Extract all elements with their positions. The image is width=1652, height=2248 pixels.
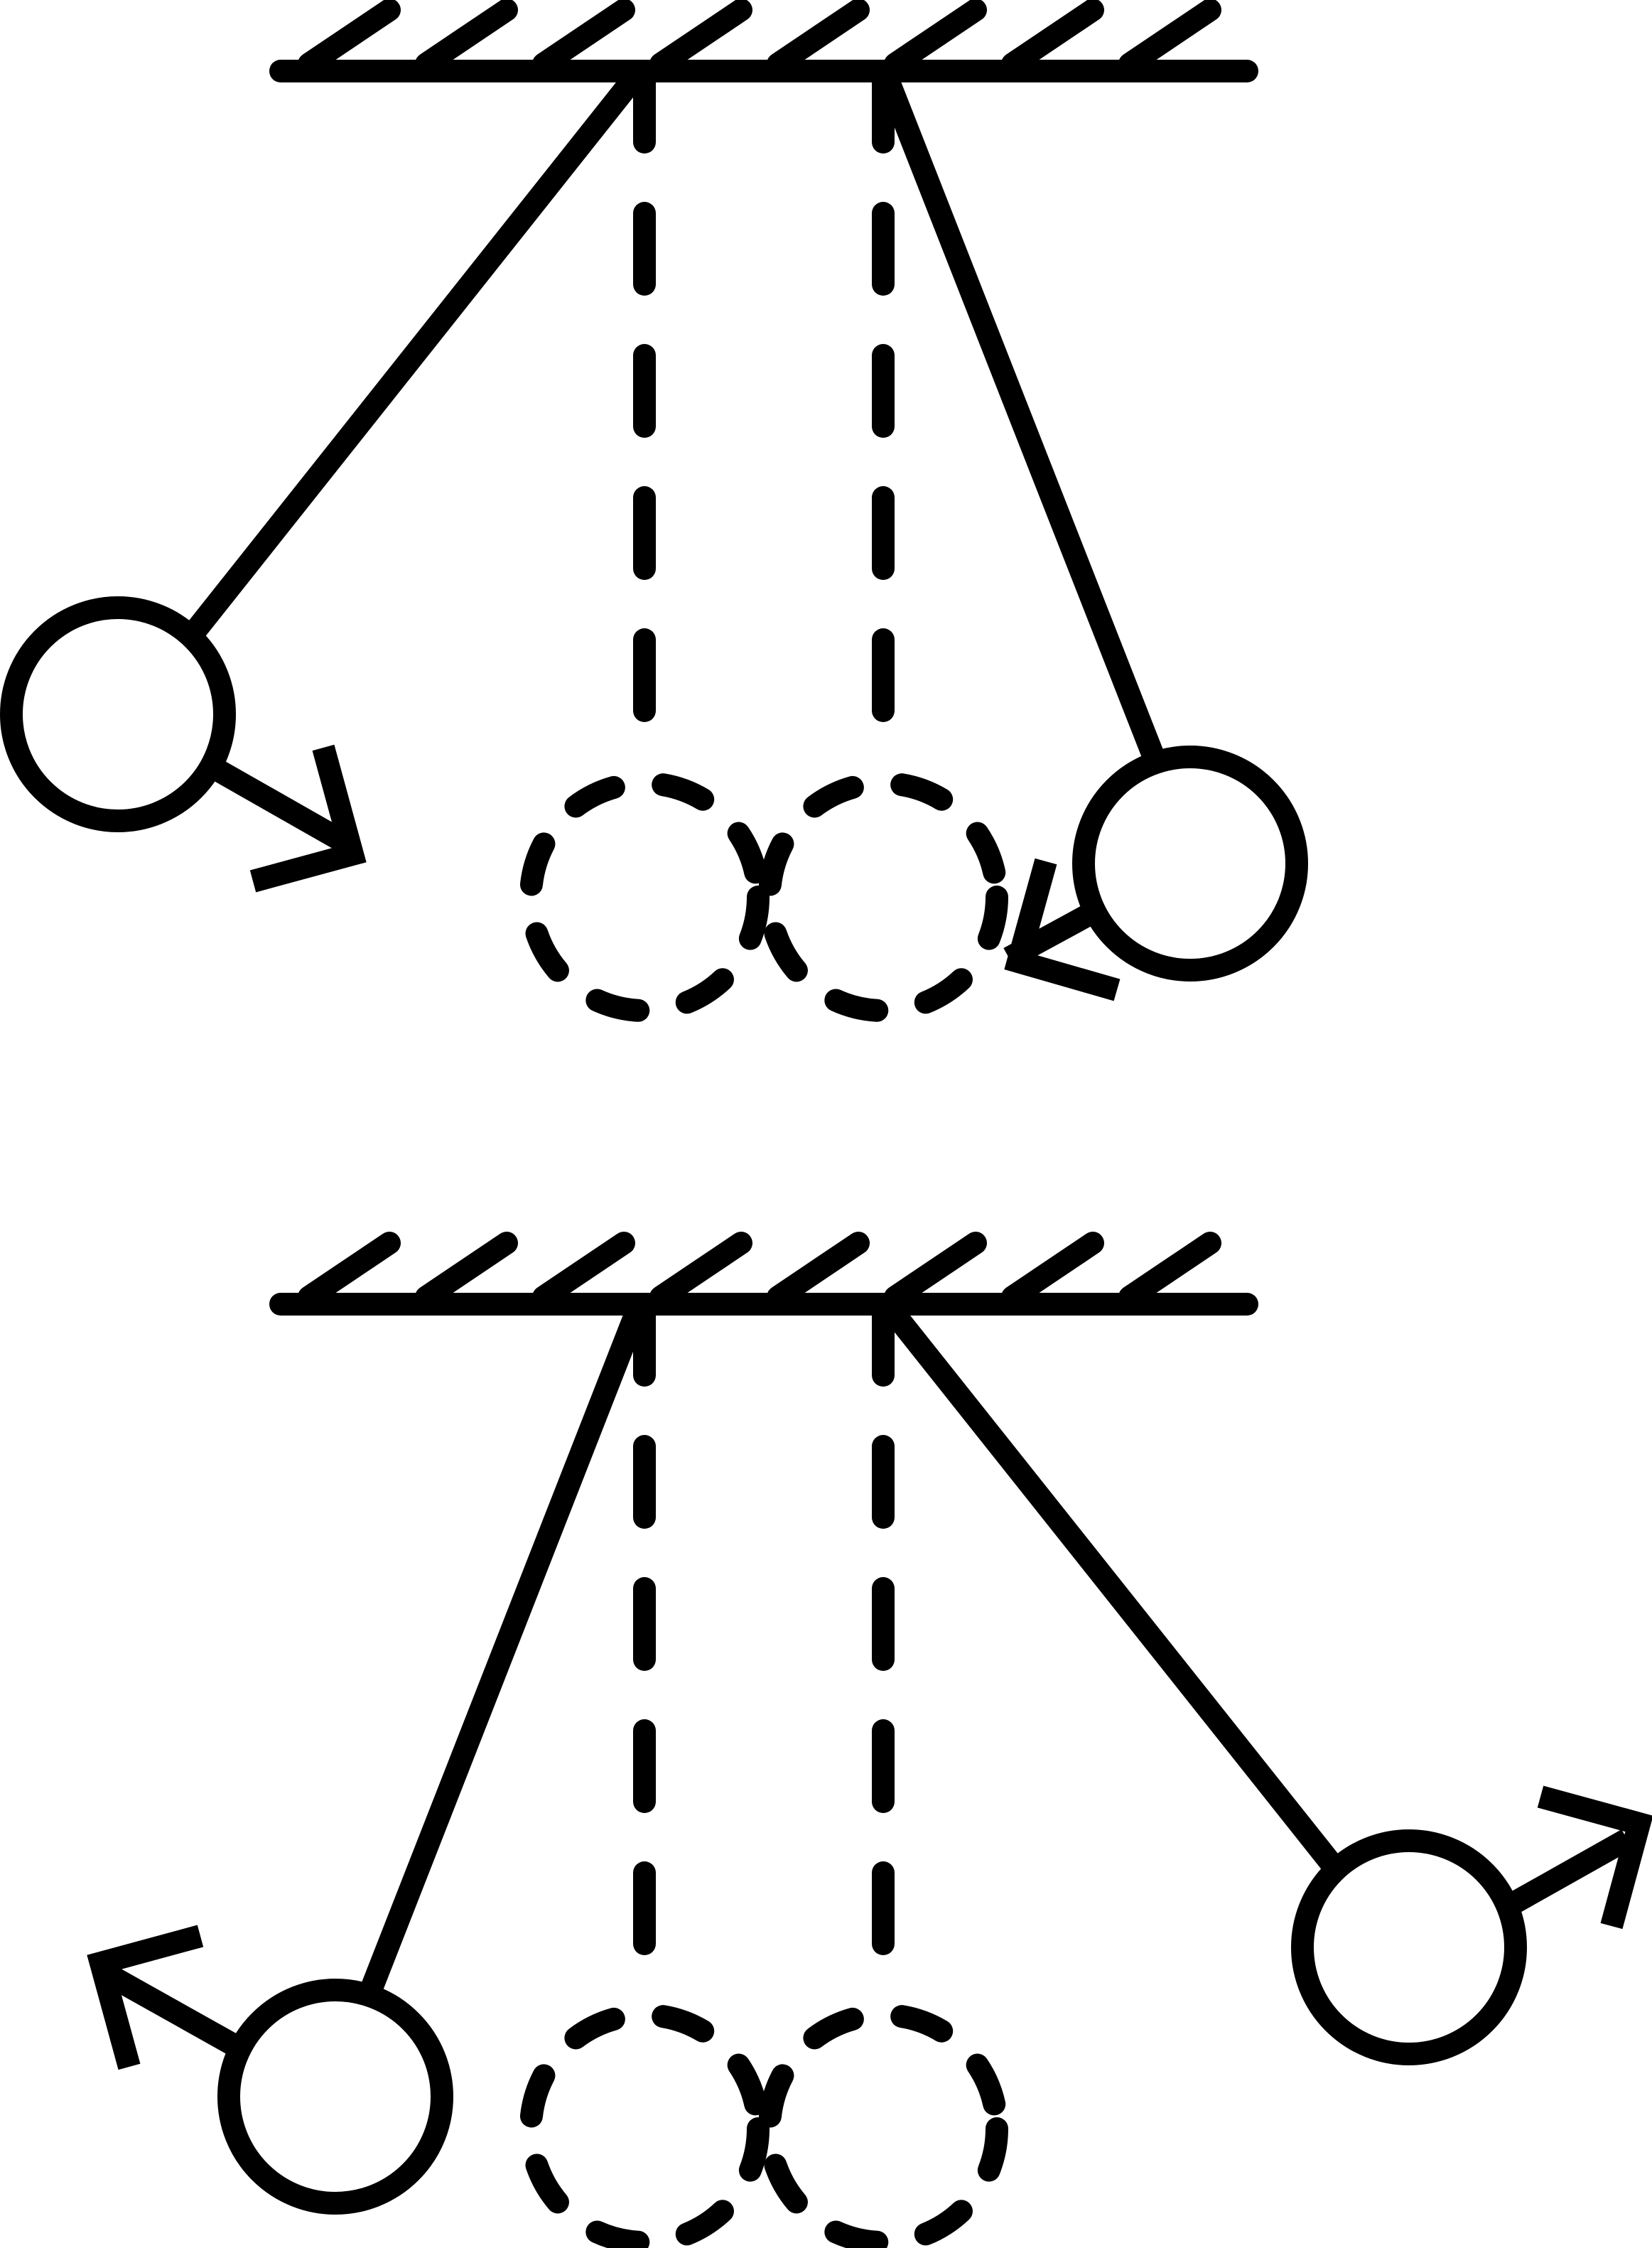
bottom-right-velocity-arrow xyxy=(1508,1785,1652,1930)
bottom-left-pendulum xyxy=(87,1293,651,2215)
top-left-pendulum xyxy=(0,60,651,893)
bottom-right-bob xyxy=(1291,1829,1527,2065)
bottom-ceiling-hatching xyxy=(298,1232,1221,1308)
bottom-ceiling xyxy=(269,1232,1258,1316)
bottom-right-pendulum xyxy=(875,1293,1652,2065)
top-left-velocity-arrow xyxy=(204,744,367,893)
bottom-equilibrium-bob-right xyxy=(758,2004,1008,2248)
bottom-left-velocity-arrow xyxy=(87,1925,240,2070)
top-panel xyxy=(0,0,1308,1022)
bottom-right-string xyxy=(875,1293,1347,1881)
top-right-bob xyxy=(1072,746,1308,982)
bottom-left-string xyxy=(360,1293,651,2001)
top-right-string xyxy=(873,60,1166,770)
top-equilibrium-bob-right xyxy=(758,772,1008,1022)
bottom-equilibrium-bob-left xyxy=(519,2004,770,2248)
top-equilibrium-bob-left xyxy=(519,772,770,1022)
top-left-string xyxy=(177,60,651,651)
bottom-left-bob xyxy=(217,1979,453,2215)
bottom-panel xyxy=(87,1232,1652,2248)
top-ceiling xyxy=(269,0,1258,82)
top-right-pendulum xyxy=(873,60,1308,1001)
top-right-velocity-arrow xyxy=(1003,858,1121,1001)
top-ceiling-hatching xyxy=(298,0,1221,75)
top-left-bob xyxy=(0,596,236,832)
